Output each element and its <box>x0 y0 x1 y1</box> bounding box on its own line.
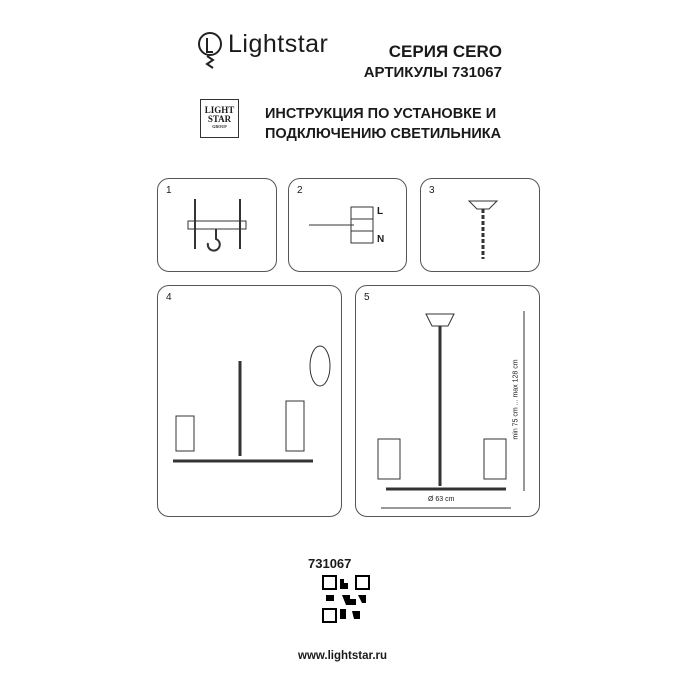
website-link[interactable]: www.lightstar.ru <box>298 650 388 662</box>
step-number: 1 <box>166 185 172 196</box>
step-number: 2 <box>297 185 303 196</box>
step-5-panel: 5 min 75 cm ... max 128 cm Ø 63 cm <box>355 285 540 517</box>
article-number: АРТИКУЛЫ 731067 <box>363 64 502 81</box>
chandelier-dimensions-diagram <box>377 311 525 509</box>
neutral-wire-label: N <box>377 234 385 245</box>
live-wire-label: L <box>377 206 384 217</box>
step-number: 3 <box>429 185 435 196</box>
height-dimension-label: min 75 cm ... max 128 cm <box>512 359 520 440</box>
brand-name: Lightstar <box>228 30 329 58</box>
width-dimension-label: Ø 63 cm <box>428 496 455 503</box>
product-code: 731067 <box>308 556 352 571</box>
mounting-bracket-diagram <box>187 199 247 252</box>
step-4-panel: 4 <box>157 285 342 517</box>
instruction-title: ИНСТРУКЦИЯ ПО УСТАНОВКЕ И <box>265 106 497 122</box>
lightbulb-logo-icon <box>198 32 222 69</box>
step-number: 4 <box>166 292 172 303</box>
wiring-terminal-diagram <box>309 206 374 244</box>
step-3-panel: 3 <box>420 178 540 272</box>
qr-code <box>322 575 370 623</box>
canopy-chain-diagram <box>467 200 499 259</box>
step-number: 5 <box>364 292 370 303</box>
step-2-panel: 2 L N <box>288 178 407 272</box>
series-title: СЕРИЯ CERO <box>388 42 502 61</box>
instruction-subtitle: ПОДКЛЮЧЕНИЮ СВЕТИЛЬНИКА <box>265 126 502 142</box>
step-1-panel: 1 <box>157 178 277 272</box>
shade-assembly-diagram <box>173 345 331 463</box>
